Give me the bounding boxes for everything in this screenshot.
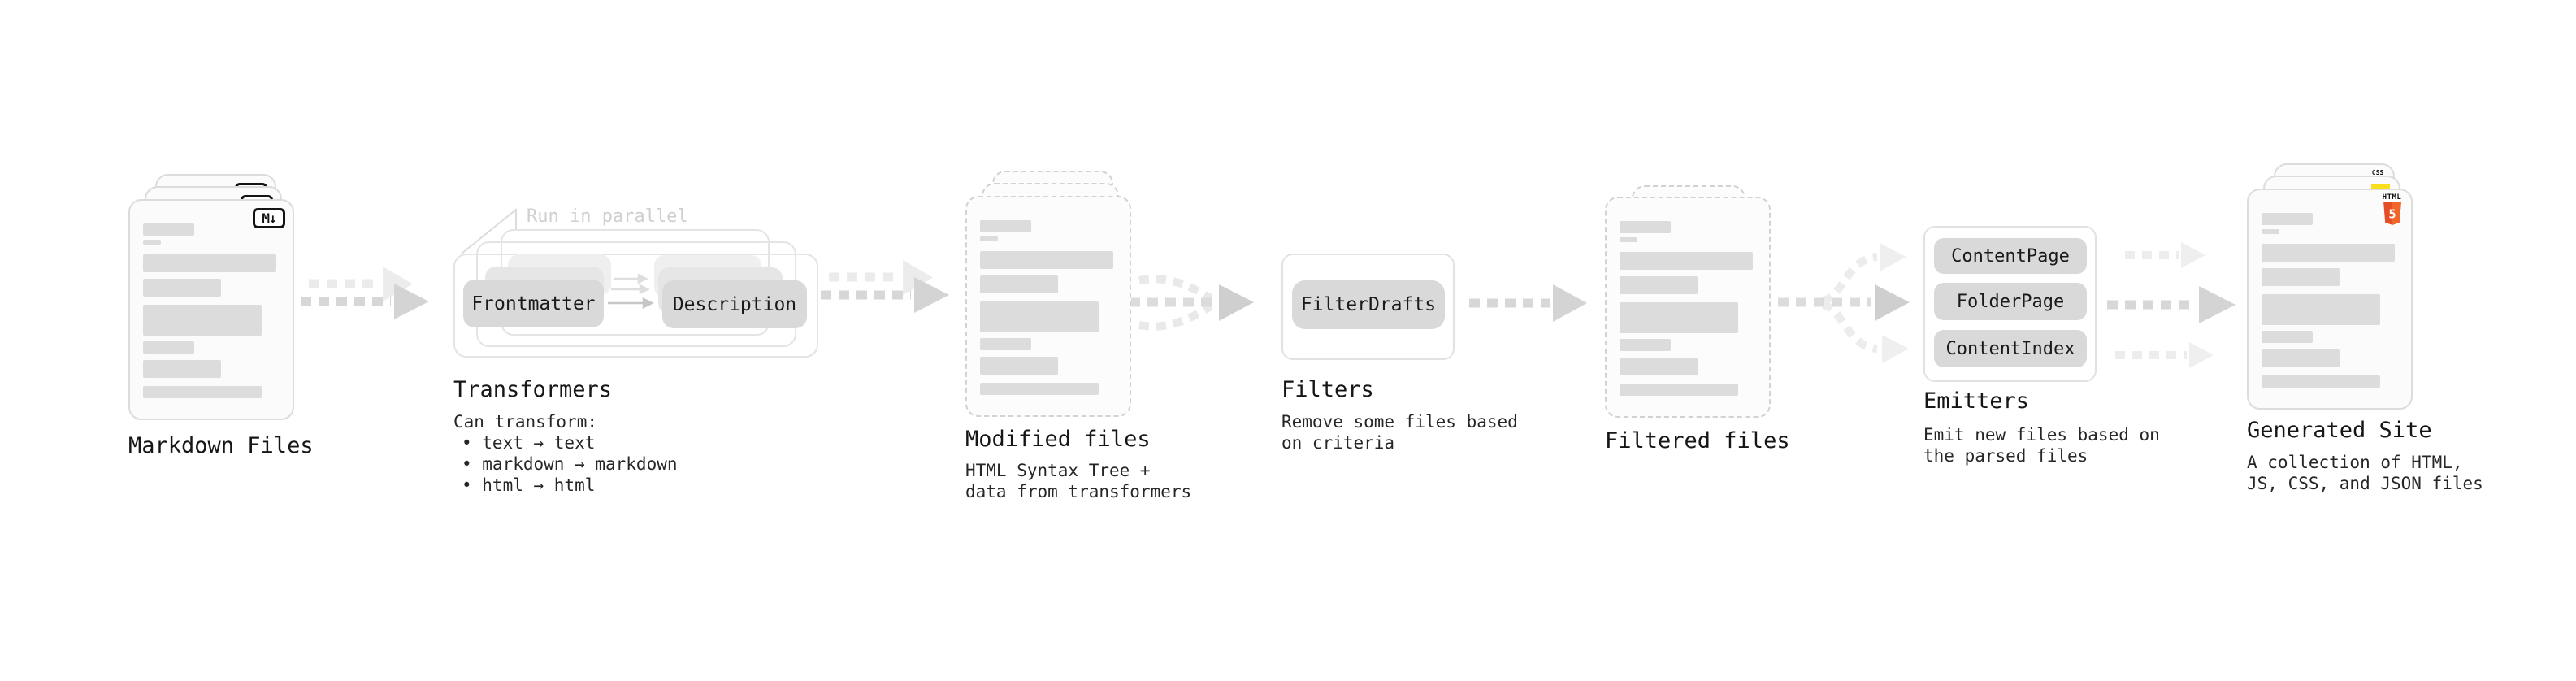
css-icon-text: CSS <box>2371 169 2384 176</box>
placeholder-line <box>980 383 1099 395</box>
emitter-contentindex: ContentIndex <box>1934 330 2087 367</box>
description-line: • html → html <box>462 475 596 495</box>
description-line: Can transform: <box>453 412 598 432</box>
transformer-description: Description <box>662 280 807 328</box>
placeholder-line <box>143 240 161 245</box>
modified-files-label: Modified files <box>965 427 1151 452</box>
generated-site-label: Generated Site <box>2247 418 2432 443</box>
emitters-description: Emit new files based on the parsed files <box>1923 424 2160 466</box>
placeholder-line <box>2262 268 2340 286</box>
description-line: Remove some files based <box>1281 412 1518 432</box>
placeholder-line <box>980 220 1031 232</box>
description-line: • text → text <box>462 433 596 453</box>
emitter-folderpage: FolderPage <box>1934 283 2087 320</box>
description-line: • markdown → markdown <box>462 454 678 474</box>
html5-icon-text: HTML <box>2382 193 2402 202</box>
modified-files-description: HTML Syntax Tree + data from transformer… <box>965 460 1191 502</box>
description-line: data from transformers <box>965 482 1192 501</box>
description-line: A collection of HTML, <box>2247 453 2463 472</box>
run-in-parallel-note: Run in parallel <box>527 206 688 227</box>
filtered-files-label: Filtered files <box>1605 428 1790 453</box>
placeholder-line <box>2262 229 2279 234</box>
description-line: JS, CSS, and JSON files <box>2247 474 2483 493</box>
emitter-contentpage: ContentPage <box>1934 238 2087 274</box>
file-card: M↓ <box>128 199 294 420</box>
description-line: HTML Syntax Tree + <box>965 461 1151 480</box>
transformers-box <box>453 254 818 358</box>
placeholder-line <box>1620 237 1637 242</box>
placeholder-line <box>1620 384 1738 396</box>
placeholder-line <box>2262 294 2380 325</box>
transformers-label: Transformers <box>453 377 613 402</box>
file-card <box>965 196 1131 417</box>
placeholder-line <box>143 223 194 236</box>
placeholder-line <box>143 360 221 378</box>
filters-description: Remove some files based on criteria <box>1281 411 1518 453</box>
markdown-files-label: Markdown Files <box>128 433 314 458</box>
svg-text:5: 5 <box>2388 207 2396 222</box>
transformer-frontmatter: Frontmatter <box>463 280 604 327</box>
filters-label: Filters <box>1281 377 1374 402</box>
flow-arrow-filters-to-filtered <box>1469 284 1587 322</box>
description-line: on criteria <box>1281 433 1395 453</box>
html5-icon: HTML 5 <box>2381 194 2403 229</box>
file-card <box>1605 197 1771 418</box>
html5-shield: 5 <box>2383 202 2401 225</box>
placeholder-line <box>980 251 1113 269</box>
placeholder-line <box>2262 331 2313 343</box>
placeholder-line <box>1620 252 1753 270</box>
placeholder-line <box>980 338 1031 350</box>
flow-arrow-markdown-to-transformers <box>301 267 429 319</box>
placeholder-line <box>143 254 276 272</box>
placeholder-line <box>1620 276 1698 294</box>
placeholder-line <box>2262 375 2380 388</box>
callout-line <box>461 207 517 254</box>
placeholder-line <box>980 236 998 241</box>
flow-arrow-split-to-emitters <box>1778 243 1910 363</box>
placeholder-line <box>1620 358 1698 375</box>
placeholder-line <box>2262 244 2395 262</box>
placeholder-line <box>143 305 262 336</box>
flow-arrow-transformers-to-modified <box>821 260 949 313</box>
emitters-label: Emitters <box>1923 388 2030 414</box>
placeholder-line <box>980 357 1058 375</box>
generated-site-description: A collection of HTML, JS, CSS, and JSON … <box>2247 452 2483 494</box>
placeholder-line <box>1620 339 1671 351</box>
description-line: the parsed files <box>1923 446 2088 466</box>
placeholder-line <box>143 341 194 354</box>
flow-arrow-merge-to-filters <box>1130 275 1254 331</box>
file-card: HTML 5 <box>2247 189 2413 410</box>
filter-filterdrafts: FilterDrafts <box>1292 280 1445 329</box>
placeholder-line <box>143 279 221 297</box>
placeholder-line <box>2262 213 2313 225</box>
placeholder-line <box>980 275 1058 293</box>
flow-arrows-emitters-to-site <box>2107 242 2236 368</box>
placeholder-line <box>980 301 1099 332</box>
placeholder-line <box>1620 302 1738 333</box>
transformers-description: Can transform: • text → text • markdown … <box>453 411 678 496</box>
placeholder-line <box>143 386 262 398</box>
description-line: Emit new files based on <box>1923 425 2160 445</box>
placeholder-line <box>1620 221 1671 233</box>
parallel-arrows-icon <box>608 273 654 310</box>
placeholder-line <box>2262 349 2340 367</box>
markdown-icon: M↓ <box>253 208 285 228</box>
